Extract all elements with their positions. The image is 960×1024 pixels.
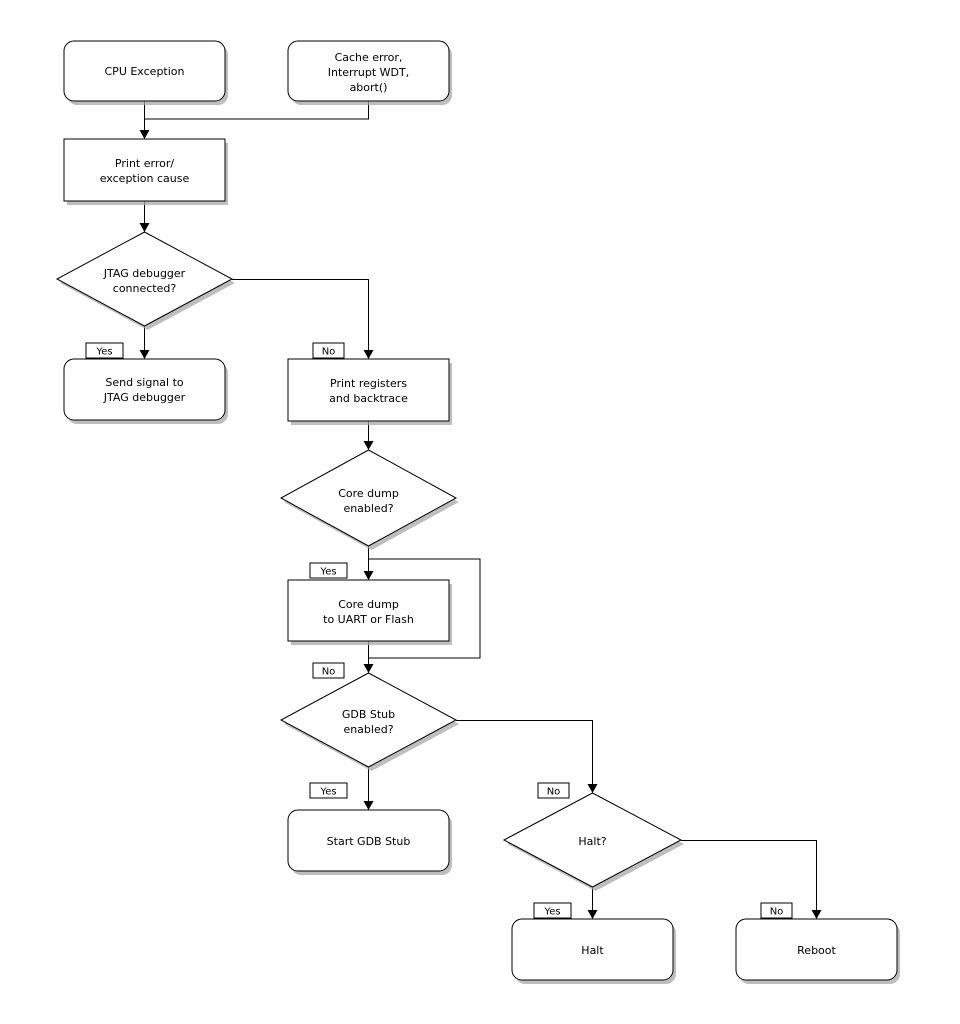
core-dump-label-line2: to UART or Flash [323,613,414,626]
cache-error-label-line3: abort() [350,81,388,94]
arrowhead-gdb-decision [363,664,374,673]
cache-error-label-line1: Cache error, [335,51,403,64]
send-signal-label-line1: Send signal to [105,376,184,389]
edge-merge-top [144,101,369,120]
edge-label-yes-halt-text: Yes [543,907,560,918]
node-reboot: Reboot [735,918,900,984]
print-registers-label-line2: and backtrace [329,392,408,405]
send-signal-box [63,358,226,421]
edge-label-no-coredump-text: No [322,667,336,678]
edge-label-no-coredump-box [312,662,345,679]
send-signal-label-line2: JTAG debugger [103,391,186,404]
node-start-gdb-stub: Start GDB Stub [287,809,452,875]
gdb-stub-enabled-diamond [279,672,458,768]
edge-label-no-halt-box [760,902,793,919]
halt-box [511,918,674,981]
arrowhead-coredump-decision [363,441,374,450]
core-dump-enabled-label-line1: Core dump [338,487,399,500]
core-dump-enabled-label-line2: enabled? [343,502,393,515]
print-error-label-line1: Print error/ [115,157,174,170]
edge-coredump-no-bypass [368,558,481,659]
start-gdb-stub-box [287,809,450,872]
edge-label-no-jtag-text: No [322,347,336,358]
node-core-dump-enabled: Core dump enabled? [279,449,459,550]
cache-error-label-line2: Interrupt WDT, [328,66,409,79]
arrowhead-jtag [139,223,150,232]
edge-label-yes-halt: Yes [533,902,572,919]
edge-label-no-coredump: No [312,662,345,679]
edge-label-yes-coredump-text: Yes [319,567,336,578]
node-send-signal: Send signal to JTAG debugger [63,358,228,424]
core-dump-box [287,579,450,642]
edge-label-yes-coredump-box [309,562,348,579]
edge-gdb-no [456,720,593,791]
node-gdb-stub-enabled: GDB Stub enabled? [279,672,459,771]
edge-halt-no [681,840,817,917]
edge-label-no-gdb-text: No [547,787,561,798]
cpu-exception-box [63,40,226,102]
core-dump-enabled-diamond [279,449,458,547]
jtag-connected-label-line1: JTAG debugger [103,267,186,280]
gdb-stub-enabled-label-line1: GDB Stub [342,708,395,721]
print-registers-box [287,358,450,422]
edge-label-yes-jtag-text: Yes [95,347,112,358]
print-registers-label-line1: Print registers [330,377,407,390]
edge-label-yes-halt-box [533,902,572,919]
arrowhead-reboot-box [811,910,822,919]
node-print-error: Print error/ exception cause [63,138,228,205]
cpu-exception-label: CPU Exception [105,65,185,78]
halt-label: Halt [581,944,604,957]
reboot-label: Reboot [797,944,836,957]
edge-label-no-halt: No [760,902,793,919]
node-jtag-connected: JTAG debugger connected? [55,231,235,330]
jtag-connected-diamond [55,231,234,327]
reboot-box [735,918,898,981]
arrowhead-start-gdb [363,801,374,810]
edge-label-no-jtag: No [312,342,345,359]
edge-jtag-no [232,279,369,357]
arrowhead-halt-box [587,910,598,919]
gdb-stub-enabled-label-line2: enabled? [343,723,393,736]
edge-label-yes-gdb: Yes [309,782,348,799]
edge-label-no-halt-text: No [770,907,784,918]
edge-label-no-gdb-box [537,782,570,799]
edge-label-no-jtag-box [312,342,345,359]
print-error-label-line2: exception cause [100,172,190,185]
node-cpu-exception: CPU Exception [63,40,228,105]
print-error-box [63,138,226,202]
arrowhead-print-error [139,130,150,139]
edge-label-yes-jtag-box [85,342,124,359]
node-cache-error: Cache error, Interrupt WDT, abort() [287,40,452,105]
edge-label-yes-gdb-text: Yes [319,787,336,798]
start-gdb-stub-label: Start GDB Stub [327,835,411,848]
node-print-registers: Print registers and backtrace [287,358,452,425]
arrowhead-coredump-box [363,571,374,580]
arrowhead-send-signal [139,350,150,359]
arrowhead-halt-decision [587,784,598,793]
core-dump-label-line1: Core dump [338,598,399,611]
arrowhead-print-registers [363,350,374,359]
edge-label-yes-gdb-box [309,782,348,799]
connectors [139,101,822,919]
edge-label-yes-jtag: Yes [85,342,124,359]
halt-decision-diamond [502,792,683,888]
jtag-connected-label-line2: connected? [113,282,177,295]
cache-error-box [287,40,450,102]
edge-label-yes-coredump: Yes [309,562,348,579]
edge-label-no-gdb: No [537,782,570,799]
node-halt-decision: Halt? [502,792,684,891]
halt-decision-label: Halt? [578,835,606,848]
node-core-dump: Core dump to UART or Flash [287,579,452,645]
node-halt: Halt [511,918,676,984]
